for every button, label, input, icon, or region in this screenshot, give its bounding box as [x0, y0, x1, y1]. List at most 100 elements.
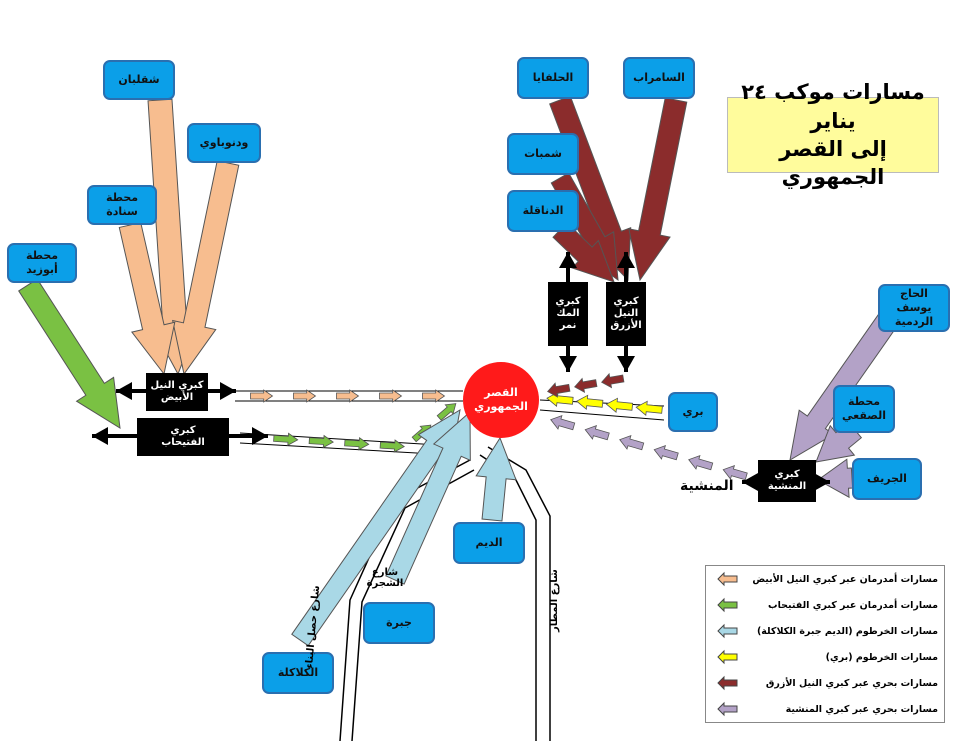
route-chevron-white-nile [379, 389, 403, 403]
route-arrow-haj-yousif [789, 302, 905, 461]
route-chevron-blue-nile [601, 372, 625, 389]
location-haj-yousif: الحاج يوسف الردمية [878, 284, 950, 332]
location-sinada-station: محطة سنادة [87, 185, 157, 225]
bridge-label: كبري [170, 425, 196, 436]
road-manshiya-bridge-head [814, 473, 830, 491]
route-chevron-fitihab [379, 439, 405, 453]
legend: مسارات أمدرمان عبر كبري النيل الأبيض مسا… [705, 565, 945, 723]
road-fitihab-bridge-head [92, 427, 108, 445]
bridge-label: النيل [613, 308, 639, 319]
legend-arrow-icon [717, 623, 738, 639]
route-chevron-manshiya [619, 434, 645, 451]
legend-arrow-icon [717, 675, 738, 691]
legend-label: مسارات الخرطوم (الديم جبرة الكلاكلة) [756, 625, 938, 637]
route-chevron-fitihab [273, 432, 299, 446]
route-chevron-fitihab [308, 434, 334, 449]
label-manshiya: المنشية [680, 478, 734, 494]
bridge-label: الفتيحاب [161, 437, 205, 448]
route-chevron-white-nile [336, 389, 360, 403]
location-shambat: شمبات [507, 133, 579, 175]
location-daghila: الدناقلة [507, 190, 579, 232]
road-mek-nimir-bridge-head [559, 252, 577, 268]
location-sagai-station: محطة الصقعي [833, 385, 895, 433]
road-white-nile-bridge-head [220, 382, 236, 400]
title-line-1: مسارات موكب ٢٤ يناير [741, 80, 925, 133]
bridge-label: كبري [774, 469, 800, 480]
route-chevron-white-nile [250, 389, 274, 403]
bridge-label: المنشية [767, 481, 807, 492]
location-label: الحلفايا [532, 71, 574, 85]
legend-label: مسارات أمدرمان عبر كبري الفتيحاب [768, 599, 938, 611]
route-chevron-manshiya [584, 424, 610, 441]
route-chevron-blue-nile [547, 382, 571, 398]
route-chevron-white-nile [293, 389, 317, 403]
route-arrow-daim [475, 436, 517, 522]
road-burri-edge [539, 409, 665, 421]
road-mek-nimir-bridge-head [559, 356, 577, 372]
location-label: ودنوباوي [199, 136, 249, 150]
location-wad-nubawi: ودنوباوي [187, 123, 261, 163]
palace-label-1: القصر [484, 386, 518, 400]
route-chevron-fitihab [436, 403, 457, 421]
legend-item-bahri-manshiya: مسارات بحري عبر كبري المنشية [706, 696, 944, 722]
location-jabra: جبرة [363, 602, 435, 644]
road-fitihab-edge [239, 442, 453, 456]
location-label: محطة الصقعي [842, 395, 886, 422]
location-label: بري [682, 405, 704, 419]
route-chevron-burri [605, 397, 634, 413]
bridge-label: الأبيض [160, 392, 194, 403]
route-arrow-abu-zaid [18, 278, 121, 429]
location-label: السامراب [633, 71, 685, 85]
legend-item-khartoum-south: مسارات الخرطوم (الديم جبرة الكلاكلة) [706, 618, 944, 644]
legend-label: مسارات الخرطوم (بري) [825, 651, 938, 663]
map-title: مسارات موكب ٢٤ يناير إلى القصر الجمهوري [727, 80, 939, 189]
route-chevron-manshiya [688, 454, 714, 471]
route-arrow-jereif [817, 458, 854, 499]
road-blue-nile-bridge-head [617, 252, 635, 268]
route-chevron-blue-nile [574, 377, 598, 394]
route-chevron-manshiya [550, 414, 576, 431]
location-halfaya: الحلفايا [517, 57, 589, 99]
route-chevron-burri [635, 400, 663, 416]
bridge-label: كبري [613, 296, 639, 307]
title-line-2: إلى القصر الجمهوري [779, 137, 887, 190]
legend-arrow-icon [717, 597, 738, 613]
location-burri: بري [668, 392, 718, 432]
bridge-label: المك نمر [556, 308, 580, 331]
palace-label-2: الجمهوري [474, 400, 528, 413]
bridge-label: كبري [555, 296, 581, 307]
road-blue-nile-bridge-head [617, 356, 635, 372]
route-arrow-sinada [118, 221, 176, 376]
legend-label: مسارات بحري عبر كبري النيل الأزرق [765, 677, 938, 689]
route-chevron-white-nile [422, 389, 446, 403]
legend-label: مسارات أمدرمان عبر كبري النيل الأبيض [752, 573, 938, 585]
road-fitihab-bridge-head [252, 427, 268, 445]
location-shaqilban: شقلبان [103, 60, 175, 100]
road-manshiya-bridge-head [742, 473, 758, 491]
republican-palace-marker: القصر الجمهوري [463, 362, 539, 438]
location-label: الجريف [867, 472, 907, 486]
location-label: محطة سنادة [105, 191, 139, 218]
bridge-label: كبري النيل [150, 380, 204, 391]
location-samrab: السامراب [623, 57, 695, 99]
location-jereif: الجريف [852, 458, 922, 500]
legend-label: مسارات بحري عبر كبري المنشية [785, 703, 938, 715]
legend-arrow-icon [717, 571, 738, 587]
label-shajara-street: شارع الشجرة [366, 567, 404, 589]
route-chevron-manshiya [653, 444, 679, 461]
location-label: شقلبان [118, 73, 160, 87]
location-abu-zaid-station: محطة أبوزيد [7, 243, 77, 283]
location-kalakla: الكلاكلة [262, 652, 334, 694]
location-label: شمبات [524, 147, 562, 161]
location-label: الكلاكلة [277, 666, 319, 680]
legend-item-fitihab: مسارات أمدرمان عبر كبري الفتيحاب [706, 592, 944, 618]
location-label: الدناقلة [522, 204, 564, 218]
route-chevron-burri [575, 394, 604, 410]
legend-item-burri: مسارات الخرطوم (بري) [706, 644, 944, 670]
legend-item-white-nile: مسارات أمدرمان عبر كبري النيل الأبيض [706, 566, 944, 592]
